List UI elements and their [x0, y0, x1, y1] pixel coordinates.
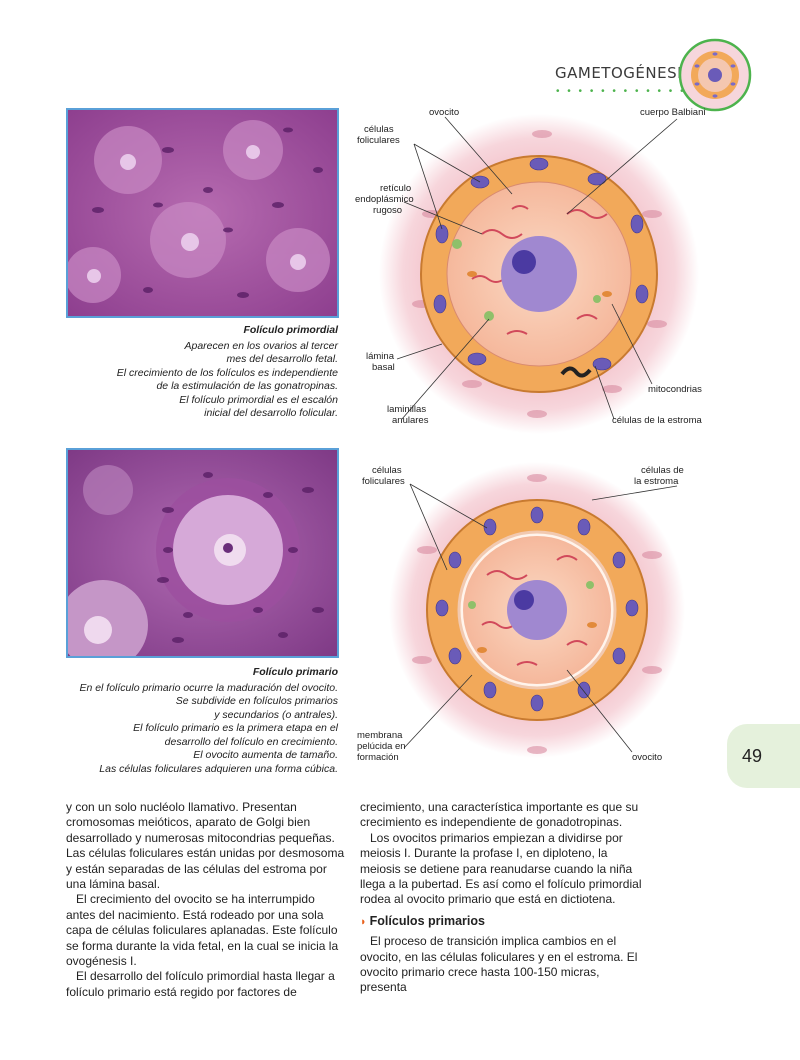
caption-line: Aparecen en los ovarios al tercer: [184, 339, 339, 352]
chapter-logo-icon: [678, 38, 752, 112]
label-reticulo: retículo: [380, 183, 411, 194]
section-marker-icon: ◗: [360, 915, 367, 928]
caption-primordial: Folículo primordial Aparecen en los ovar…: [66, 324, 338, 421]
caption-line: inicial del desarrollo folicular.: [204, 407, 338, 419]
page-number-tab: [727, 724, 800, 788]
label-estroma: células de la estroma: [612, 415, 702, 426]
label-celulas: células: [364, 124, 394, 135]
oocyte-nucleus: [507, 580, 567, 640]
label-foliculares: foliculares: [362, 476, 405, 487]
caption-line: Se subdivide en folículos primarios: [175, 695, 338, 707]
caption-line: El crecimiento de los folículos es indep…: [116, 366, 338, 379]
section-heading: ◗Folículos primarios: [360, 914, 642, 930]
paragraph: crecimiento, una característica importan…: [360, 800, 639, 830]
caption-title: Folículo primario: [252, 666, 338, 678]
label-rugoso: rugoso: [373, 205, 402, 216]
label-mitocondrias: mitocondrias: [648, 384, 702, 395]
caption-title: Folículo primordial: [243, 324, 338, 336]
paragraph: El proceso de transición implica cambios…: [360, 934, 638, 995]
paragraph: Los ovocitos primarios empiezan a dividi…: [360, 830, 642, 907]
caption-line: El folículo primario es la primera etapa…: [133, 722, 338, 734]
nucleolus: [514, 590, 534, 610]
paragraph: El crecimiento del ovocito se ha interru…: [66, 892, 339, 969]
label-endoplasmico: endoplásmico: [355, 194, 414, 205]
caption-line: y secundarios (o antrales).: [214, 708, 338, 721]
section-heading-text: Folículos primarios: [369, 913, 485, 928]
caption-line: mes del desarrollo fetal.: [226, 353, 338, 365]
caption-line: El ovocito aumenta de tamaño.: [193, 749, 338, 761]
paragraph: El desarrollo del folículo primordial ha…: [66, 969, 335, 999]
chapter-title-dots: • • • • • • • • • • • • • • •: [556, 86, 720, 97]
page-number: 49: [742, 746, 763, 766]
micrograph-primary-follicle: [66, 448, 339, 658]
label-basal: basal: [372, 362, 395, 373]
label-la-estroma: la estroma: [634, 476, 679, 487]
caption-line: desarrollo del folículo en crecimiento.: [164, 735, 338, 748]
label-celulas: células: [372, 465, 402, 476]
label-pelucida: pelúcida en: [357, 741, 406, 752]
diagram-primordial-follicle: ovocito células foliculares cuerpo Balbi…: [352, 104, 712, 434]
nucleolus: [512, 250, 536, 274]
label-membrana: membrana: [357, 730, 403, 741]
label-laminillas: laminillas: [387, 404, 426, 415]
caption-line: de la estimulación de las gonatropinas.: [156, 380, 338, 392]
oocyte-nucleus: [501, 236, 577, 312]
text-column-right: crecimiento, una característica importan…: [360, 800, 642, 996]
label-formacion: formación: [357, 752, 399, 763]
diagram-primary-follicle: células foliculares células de la estrom…: [352, 460, 712, 780]
chapter-title: GAMETOGÉNESIS: [555, 64, 693, 82]
label-ovocito: ovocito: [632, 752, 662, 763]
caption-line: Las células foliculares adquieren una fo…: [99, 762, 338, 775]
label-anulares: anulares: [392, 415, 429, 426]
label-foliculares: foliculares: [357, 135, 400, 146]
label-cuerpo-balbiani: cuerpo Balbiani: [640, 107, 706, 118]
paragraph: y con un solo nucléolo llamativo. Presen…: [66, 800, 345, 892]
caption-primary: Folículo primario En el folículo primari…: [50, 666, 338, 776]
label-celulas-de: células de: [641, 465, 684, 476]
caption-line: En el folículo primario ocurre la madura…: [79, 681, 338, 694]
label-lamina: lámina: [366, 351, 395, 362]
caption-line: El folículo primordial es el escalón: [179, 393, 338, 406]
label-ovocito: ovocito: [429, 107, 459, 118]
text-column-left: y con un solo nucléolo llamativo. Presen…: [66, 800, 346, 1000]
micrograph-primordial-follicle: [66, 108, 339, 318]
